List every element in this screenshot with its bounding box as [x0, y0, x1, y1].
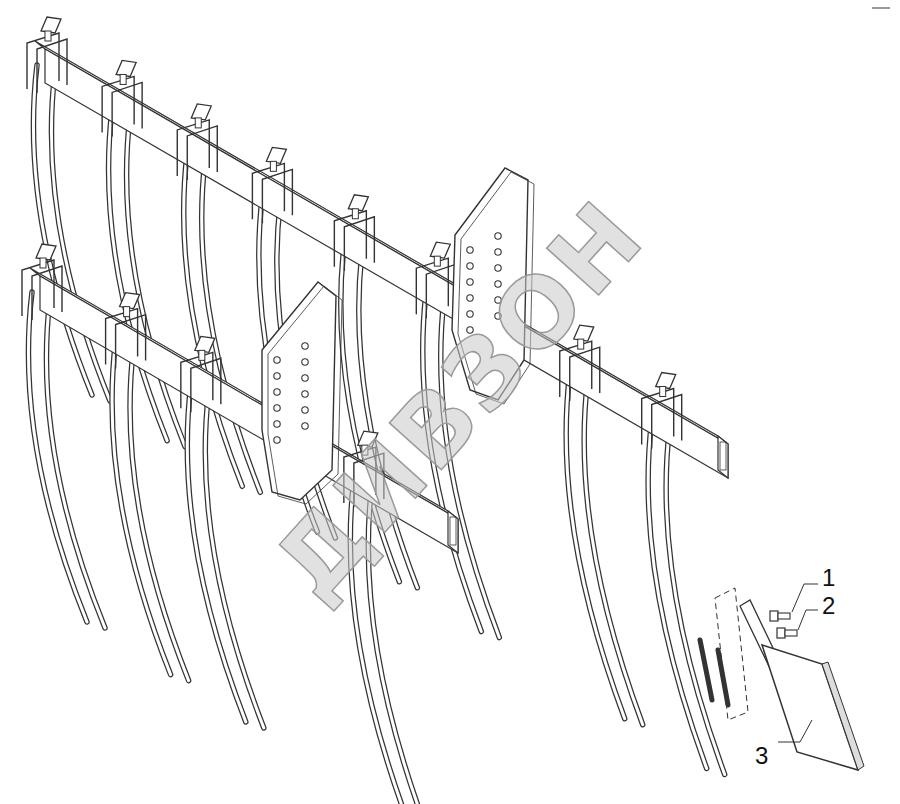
- tine-clamp: [181, 336, 221, 412]
- detail-plate-assembly: [700, 584, 864, 770]
- bolt-shank: [778, 613, 790, 619]
- bolt-shank: [785, 630, 797, 636]
- spring-tine: [202, 158, 261, 492]
- tine-clamp: [642, 373, 682, 449]
- tine-clamp: [22, 244, 62, 320]
- spring-tine-core: [130, 347, 189, 681]
- bolt-head: [777, 628, 785, 638]
- tine-clamp: [252, 147, 292, 223]
- spring-tine-core: [51, 71, 110, 401]
- spring-tine-core: [666, 427, 725, 775]
- tine-clamp: [334, 195, 374, 271]
- spring-tine: [51, 71, 110, 401]
- spring-tine-core: [46, 298, 105, 628]
- tine-clamp: [27, 17, 67, 93]
- callout-number: 2: [822, 594, 835, 618]
- callout-number: 1: [822, 566, 835, 590]
- leader-line: [792, 584, 818, 612]
- tine-ends: [700, 640, 728, 705]
- plate-edge: [822, 662, 864, 770]
- spring-tine: [130, 347, 189, 681]
- spring-tine-core: [205, 390, 264, 728]
- spring-tine-core: [202, 158, 261, 492]
- spring-tine: [205, 390, 264, 728]
- tines-layer: [28, 65, 724, 804]
- spring-tine: [666, 427, 725, 775]
- tine-clamp: [106, 293, 146, 369]
- corner-mark: [872, 8, 890, 9]
- leader-line: [798, 610, 818, 630]
- bolt-head: [770, 611, 778, 621]
- spring-tine: [584, 379, 643, 725]
- spring-tine: [127, 114, 186, 446]
- tine-clamp: [177, 104, 217, 180]
- spring-tine: [46, 298, 105, 628]
- tine-clamp: [102, 60, 142, 136]
- callout-number: 3: [755, 744, 768, 768]
- spring-tine-core: [584, 379, 643, 725]
- tine-clamp: [416, 242, 456, 318]
- spring-tine-core: [127, 114, 186, 446]
- leader-line: [778, 720, 812, 742]
